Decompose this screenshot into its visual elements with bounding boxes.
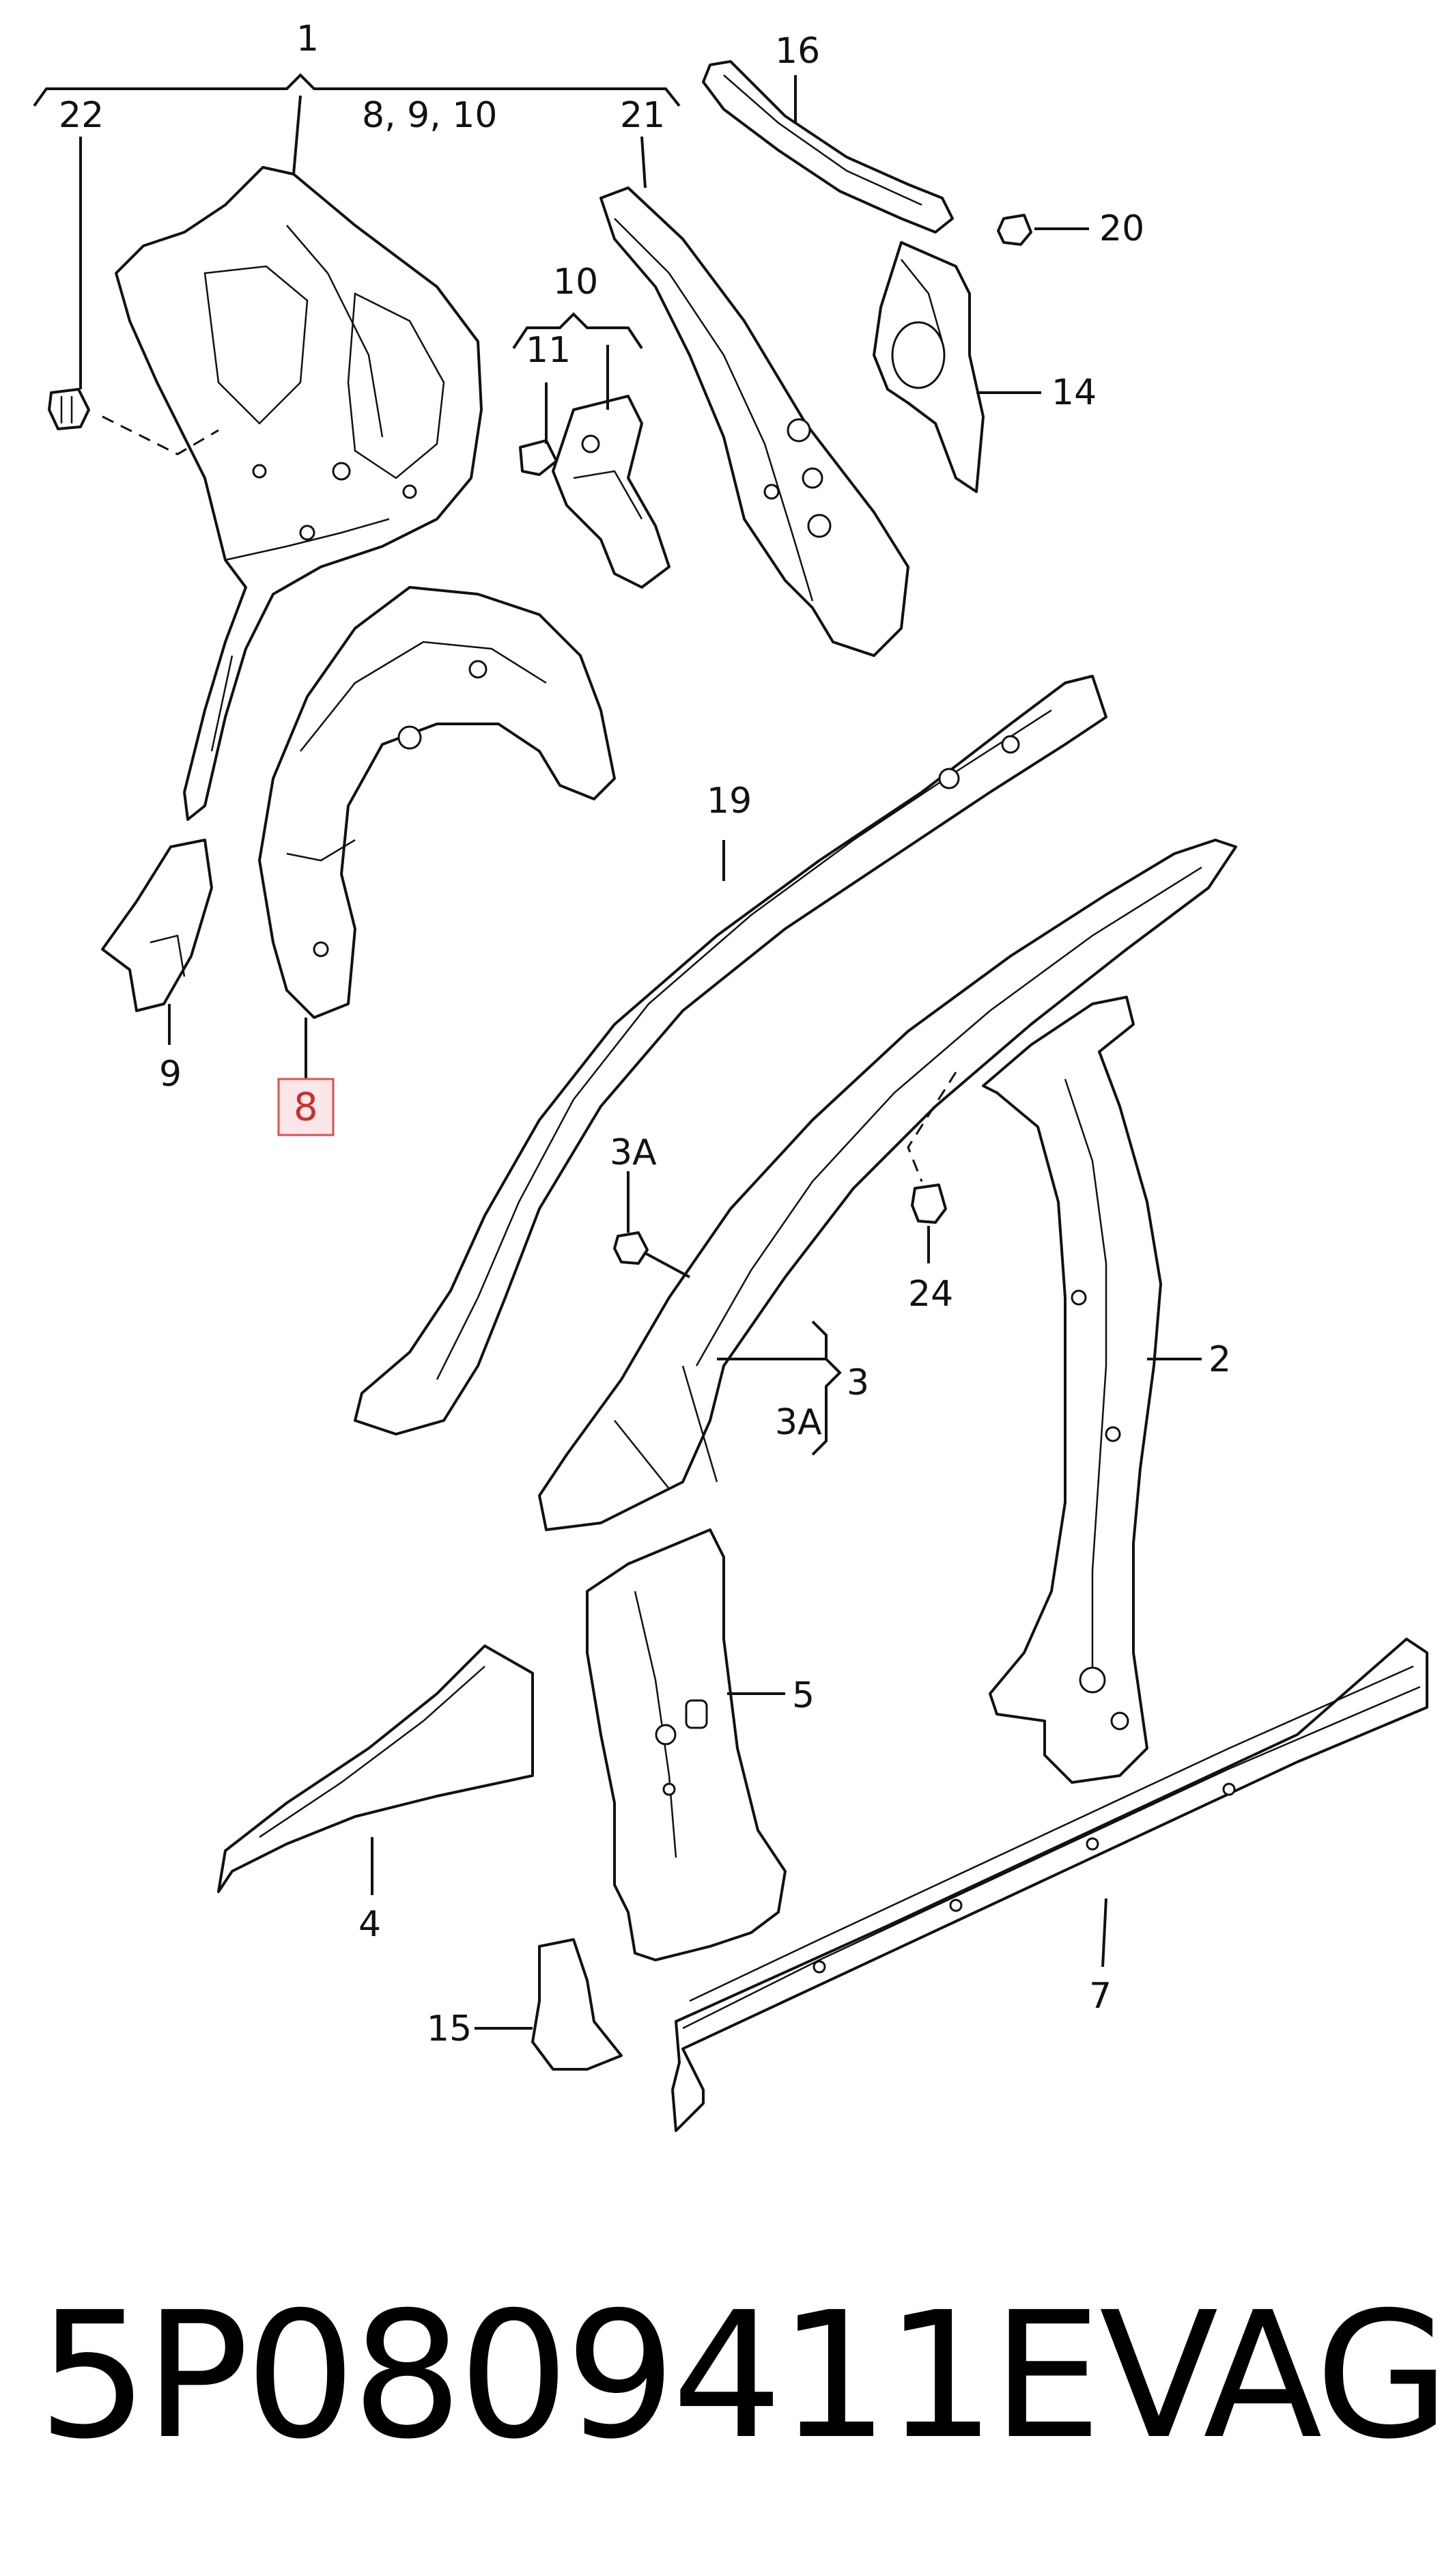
callout-9: 9 xyxy=(159,1054,182,1095)
callout-8: 8 xyxy=(294,1085,318,1130)
callout-3a-top: 3A xyxy=(610,1132,657,1173)
part-3-a-pillar xyxy=(538,839,1237,1531)
part-19-roof-rail xyxy=(354,675,1107,1436)
callout-14: 14 xyxy=(1051,372,1097,413)
callout-4: 4 xyxy=(358,1904,381,1945)
part-10-bracket xyxy=(552,395,670,589)
part-14-housing xyxy=(873,241,985,493)
part-number: 5P0809411E xyxy=(38,2275,1102,2478)
callout-10: 10 xyxy=(553,262,598,303)
callout-2: 2 xyxy=(1209,1339,1231,1380)
part-9-bracket xyxy=(101,839,213,1012)
part-15-bracket xyxy=(531,1938,623,2071)
part-4-sill-bracket xyxy=(217,1644,534,1893)
callout-8-9-10: 8, 9, 10 xyxy=(362,95,497,136)
part-7-sill-panel xyxy=(671,1638,1428,2132)
callout-7: 7 xyxy=(1089,1976,1112,2017)
part-21-pillar-reinforcement xyxy=(599,186,909,657)
callout-22: 22 xyxy=(59,95,104,136)
part-5-inner-pillar xyxy=(586,1528,787,1961)
part-1-quarter-panel-inner xyxy=(115,166,483,821)
footer: 5P0809411E VAG xyxy=(0,2274,1455,2479)
part-20-screw xyxy=(997,214,1032,246)
part-8-wheel-house xyxy=(258,586,616,1019)
callout-15: 15 xyxy=(427,2008,472,2049)
callout-3a-bottom: 3A xyxy=(775,1402,822,1443)
callout-3: 3 xyxy=(847,1362,869,1403)
brand-name: VAG xyxy=(1099,2275,1450,2478)
callout-21: 21 xyxy=(620,95,665,136)
callout-20: 20 xyxy=(1099,208,1144,249)
part-22-clip xyxy=(48,388,219,456)
callout-labels: 1 22 8, 9, 10 21 16 20 14 10 11 19 9 8 3… xyxy=(59,18,1231,2049)
part-16-bracket xyxy=(702,60,954,234)
part-3a-screw xyxy=(613,1231,649,1265)
callout-24: 24 xyxy=(908,1274,953,1315)
callout-5: 5 xyxy=(792,1675,815,1716)
callout-1: 1 xyxy=(296,18,319,59)
callout-16: 16 xyxy=(775,31,820,72)
part-11-bracket xyxy=(519,439,558,476)
callout-8-highlight-box xyxy=(277,1078,335,1136)
part-24-clip xyxy=(907,1072,957,1224)
callout-11: 11 xyxy=(526,330,571,371)
callout-19: 19 xyxy=(707,781,752,822)
part-2-b-pillar xyxy=(982,996,1162,1784)
leader-lines xyxy=(33,73,1202,2030)
